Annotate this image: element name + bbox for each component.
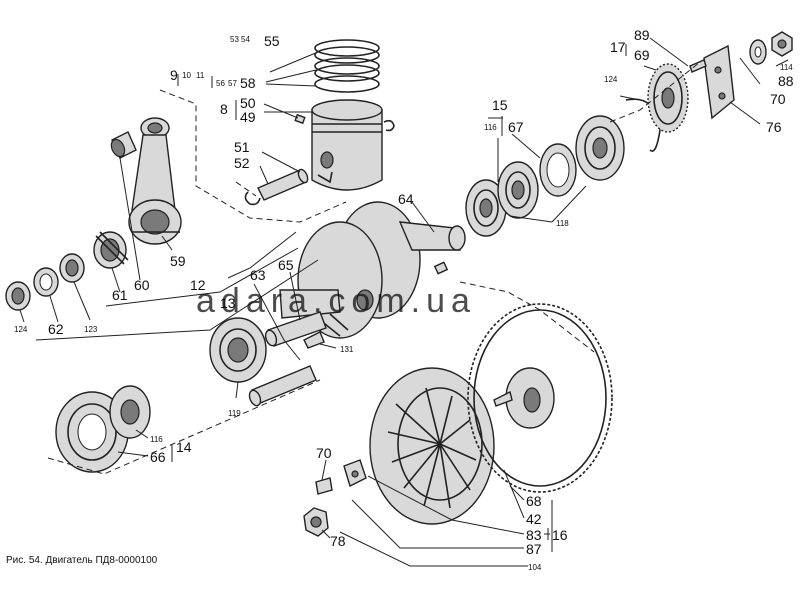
label-51: 51 — [234, 139, 250, 155]
label-15: 15 — [492, 97, 508, 113]
label-123: 123 — [84, 325, 98, 334]
label-54: 54 — [241, 35, 250, 44]
label-67: 67 — [508, 119, 524, 135]
bracket-76 — [703, 44, 735, 120]
label-13: 13 — [220, 295, 236, 311]
key-131 — [303, 331, 325, 349]
label-11: 11 — [196, 71, 205, 80]
cage-118 — [539, 143, 577, 197]
circlip-124 — [625, 98, 661, 152]
label-124-top: 124 — [604, 75, 618, 84]
small-end-bushing — [110, 131, 137, 159]
label-70-top: 70 — [770, 91, 786, 107]
label-89: 89 — [634, 27, 650, 43]
label-9: 9 — [170, 67, 178, 83]
label-62: 62 — [48, 321, 64, 337]
label-58: 58 — [240, 75, 256, 91]
leader-lines — [19, 37, 789, 567]
label-14: 14 — [176, 439, 192, 455]
connecting-rod — [128, 117, 182, 245]
main-bearing-119 — [209, 317, 267, 383]
label-42: 42 — [526, 511, 542, 527]
label-83: 83 — [526, 527, 542, 543]
label-8: 8 — [220, 101, 228, 117]
bearing-67 — [497, 161, 539, 219]
label-70-bottom: 70 — [316, 445, 332, 461]
flywheel-fan — [369, 367, 495, 525]
label-119: 119 — [228, 409, 241, 418]
label-10: 10 — [182, 71, 191, 80]
bearing-116-left — [109, 385, 151, 439]
label-114: 114 — [780, 63, 793, 72]
piston-pin — [257, 168, 309, 201]
label-53: 53 — [230, 35, 239, 44]
label-88: 88 — [778, 73, 794, 89]
screw-89 — [689, 59, 707, 73]
washer-70-bottom — [343, 459, 367, 487]
label-63: 63 — [250, 267, 266, 283]
figure-caption: Рис. 54. Двигатель ПД8-0000100 — [6, 555, 158, 566]
gear-69 — [647, 63, 689, 133]
label-76: 76 — [766, 119, 782, 135]
nut-114 — [771, 31, 793, 57]
label-55: 55 — [264, 33, 280, 49]
label-52: 52 — [234, 155, 250, 171]
crankshaft — [279, 201, 466, 339]
label-68: 68 — [526, 493, 542, 509]
label-16: 16 — [552, 527, 568, 543]
pin-63 — [248, 365, 317, 407]
label-87: 87 — [526, 541, 542, 557]
assembly-dashed-lines — [47, 61, 701, 475]
label-65: 65 — [278, 257, 294, 273]
label-17: 17 — [610, 39, 626, 55]
washer-70-top — [749, 39, 767, 65]
label-118: 118 — [556, 219, 569, 228]
bearing-118 — [575, 115, 625, 181]
label-64: 64 — [398, 191, 414, 207]
label-131: 131 — [340, 345, 354, 354]
label-12: 12 — [190, 277, 206, 293]
label-104: 104 — [528, 563, 542, 572]
label-49: 49 — [240, 109, 256, 125]
label-116-right: 116 — [484, 123, 497, 132]
roller-bearing-124 — [5, 281, 31, 311]
label-60: 60 — [134, 277, 150, 293]
roller-bearing-123 — [59, 253, 85, 283]
label-116-left: 116 — [150, 435, 163, 444]
label-brackets — [171, 44, 627, 540]
big-end-bearing — [93, 231, 129, 269]
bearing-116-right — [465, 179, 507, 237]
label-78: 78 — [330, 533, 346, 549]
label-61: 61 — [112, 287, 128, 303]
label-69: 69 — [634, 47, 650, 63]
label-66: 66 — [150, 449, 166, 465]
piston-rings — [314, 39, 380, 93]
label-57: 57 — [228, 79, 237, 88]
label-50: 50 — [240, 95, 256, 111]
label-56: 56 — [216, 79, 225, 88]
bolt-70 — [315, 477, 333, 495]
piston — [311, 99, 383, 191]
watermark-text: adara.com.ua — [196, 282, 476, 320]
part-labels: 55 53 54 9 10 11 56 57 58 8 50 49 51 52 … — [14, 27, 794, 572]
nut-78 — [303, 507, 329, 537]
label-59: 59 — [170, 253, 186, 269]
label-124-left: 124 — [14, 325, 28, 334]
washer-62 — [33, 267, 59, 297]
